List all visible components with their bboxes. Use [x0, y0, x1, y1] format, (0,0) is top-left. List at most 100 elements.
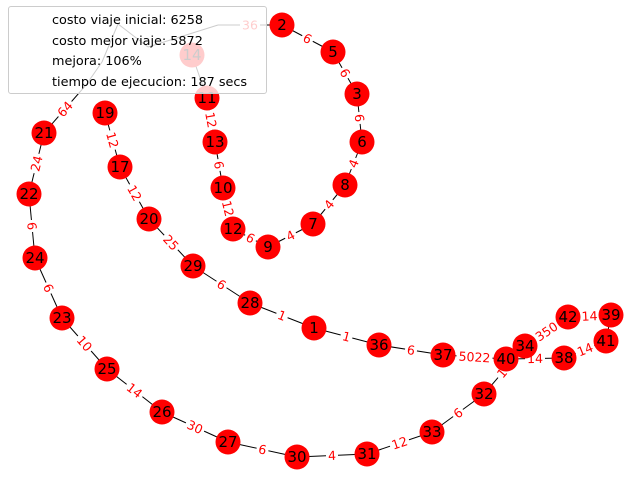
edge-weight-background [254, 440, 271, 459]
edge-weight-background [241, 228, 260, 248]
edge-weight-background [273, 305, 291, 326]
edge-weight-background [217, 196, 239, 221]
node-42: 42 [555, 304, 581, 330]
edge-weight-background [38, 279, 59, 297]
node-label: 21 [34, 124, 53, 142]
edge-weight-26-25: 14 [121, 378, 148, 403]
edge-weight-30-27: 6 [254, 440, 271, 459]
node-label: 13 [205, 133, 224, 151]
edge-weight-text: 12 [390, 433, 410, 452]
node-label: 37 [433, 346, 452, 364]
edge-weight-28-1: 1 [273, 305, 291, 326]
legend-row-best-cost: costo mejor viaje: 5872 [9, 32, 266, 53]
edge-weight-text: 64 [54, 98, 76, 120]
node-label: 30 [287, 448, 306, 466]
legend-initial-cost: costo viaje inicial: 6258 [52, 13, 204, 28]
edge-weight-background [201, 108, 221, 132]
node-label: 28 [240, 294, 259, 312]
node-5: 5 [320, 39, 346, 65]
node-label: 40 [496, 350, 515, 368]
edge-weight-31-30: 4 [325, 447, 339, 464]
node-circle [136, 206, 162, 232]
node-circle [215, 429, 241, 455]
edge-weight-2-5: 6 [298, 28, 317, 49]
edge-weight-background [121, 378, 148, 403]
node-25: 25 [94, 356, 120, 382]
node-19: 19 [92, 100, 118, 126]
node-label: 29 [183, 257, 202, 275]
node-23: 23 [49, 305, 75, 331]
edge-weight-background [456, 347, 493, 367]
edge-weight-27-26: 30 [182, 415, 208, 439]
node-circle [493, 346, 519, 372]
edge-weight-12-10: 12 [217, 196, 239, 221]
edge-weight-background [122, 180, 147, 206]
node-circle [430, 342, 456, 368]
node-6: 6 [349, 129, 375, 155]
edge-weight-background [572, 338, 598, 361]
node-label: 7 [308, 215, 318, 233]
node-circle [471, 381, 497, 407]
node-circle [349, 129, 375, 155]
node-label: 24 [25, 249, 44, 267]
edge-weight-38-41: 14 [572, 338, 598, 361]
edge-weight-text: 14 [124, 380, 146, 402]
edge-weight-7-9: 4 [281, 225, 300, 246]
edge-weight-22-21: 24 [26, 151, 47, 176]
edge-weight-text: 12 [202, 111, 220, 129]
node-7: 7 [300, 211, 326, 237]
node-circle [49, 305, 75, 331]
legend-improvement: mejora: 106% [52, 54, 142, 69]
edge-weight-13-11: 12 [201, 108, 221, 132]
node-41: 41 [593, 328, 619, 354]
node-39: 39 [598, 302, 624, 328]
edge-weight-17-20: 12 [122, 180, 147, 206]
node-label: 20 [139, 210, 158, 228]
node-9: 9 [255, 234, 281, 260]
node-label: 32 [474, 385, 493, 403]
node-label: 41 [596, 332, 615, 350]
nodes-layer: 1235678910111213141719202122232425262728… [16, 12, 624, 470]
edge-weight-8-7: 4 [319, 194, 339, 215]
node-27: 27 [215, 429, 241, 455]
node-label: 6 [357, 133, 367, 151]
edge-weight-background [343, 154, 364, 173]
node-label: 22 [19, 185, 38, 203]
edge-weight-background [298, 28, 317, 49]
node-13: 13 [202, 129, 228, 155]
node-circle [210, 175, 236, 201]
legend-handle [9, 73, 44, 74]
node-circle [237, 290, 263, 316]
node-26: 26 [149, 399, 175, 425]
node-10: 10 [210, 175, 236, 201]
edge-weight-background [71, 330, 98, 357]
legend-row-runtime: tiempo de ejecucion: 187 secs [9, 73, 266, 94]
node-label: 25 [97, 360, 116, 378]
node-32: 32 [471, 381, 497, 407]
node-label: 23 [52, 309, 71, 327]
edge-weight-20-29: 25 [158, 229, 184, 256]
node-label: 5 [328, 43, 338, 61]
edge-weight-33-31: 12 [387, 432, 412, 454]
edge-weight-6-8: 4 [343, 154, 364, 173]
node-label: 34 [515, 337, 534, 355]
node-circle [354, 441, 380, 467]
node-label: 2 [277, 16, 287, 34]
node-34: 34 [512, 333, 538, 359]
node-29: 29 [180, 253, 206, 279]
node-circle [555, 304, 581, 330]
legend-row-initial-cost: costo viaje inicial: 6258 [9, 11, 266, 32]
legend-runtime: tiempo de ejecucion: 187 secs [52, 74, 248, 90]
edge-weight-background [530, 317, 563, 346]
edge-weight-background [448, 403, 468, 423]
node-circle [220, 216, 246, 242]
edge-weight-background [212, 274, 231, 295]
node-circle [366, 332, 392, 358]
node-22: 22 [16, 181, 42, 207]
node-circle [301, 315, 327, 341]
edge-weight-32-33: 6 [448, 403, 468, 423]
edge-weight-text: 1 [341, 328, 352, 345]
edge-weight-background [26, 151, 47, 176]
node-circle [551, 345, 577, 371]
edge-weight-3-6: 6 [350, 111, 369, 125]
